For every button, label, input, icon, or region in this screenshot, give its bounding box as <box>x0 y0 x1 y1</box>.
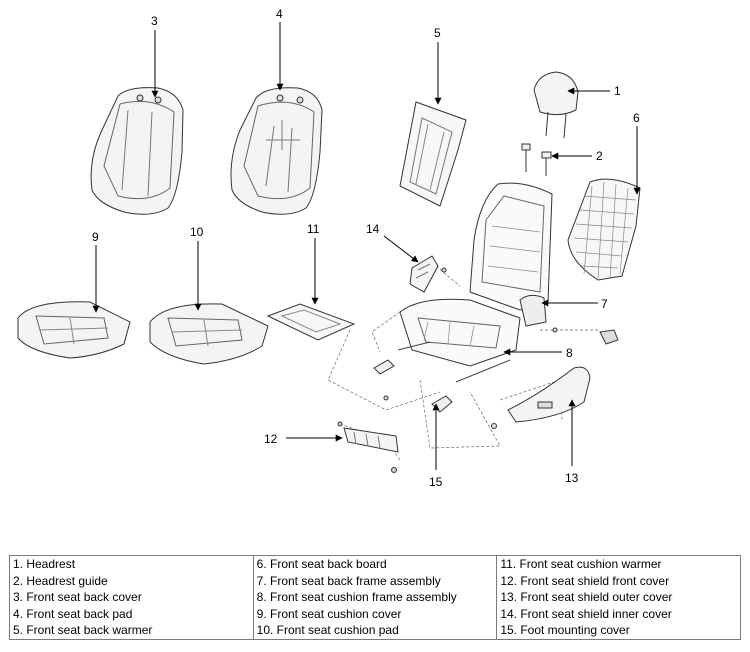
callout-11: 11 <box>307 222 320 236</box>
callout-8: 8 <box>566 346 573 360</box>
legend-column-1: 1. Headrest 2. Headrest guide 3. Front s… <box>9 555 254 640</box>
legend-item: 8. Front seat cushion frame assembly <box>256 590 457 604</box>
legend-column-3: 11. Front seat cushion warmer 12. Front … <box>496 555 741 640</box>
callout-9: 9 <box>92 230 99 244</box>
legend-item: 14. Front seat shield inner cover <box>500 606 672 621</box>
callout-6: 6 <box>633 111 640 125</box>
legend-item: 7. Front seat back frame assembly <box>256 573 441 588</box>
legend-item: 3. Front seat back cover <box>13 590 142 604</box>
seat-cushion-frame-part <box>397 298 521 383</box>
callout-arrows <box>92 22 641 470</box>
seat-back-frame-part <box>469 182 553 327</box>
headrest-guide-part <box>521 143 552 176</box>
seat-cushion-pad-part <box>149 303 269 365</box>
legend-item: 15. Foot mounting cover <box>500 623 630 637</box>
legend-item: 13. Front seat shield outer cover <box>500 590 673 604</box>
callout-4: 4 <box>276 7 283 21</box>
foot-mounting-cover-part <box>373 359 453 413</box>
shield-inner-cover-part <box>409 255 439 293</box>
legend-item: 6. Front seat back board <box>256 557 387 571</box>
legend-column-2: 6. Front seat back board 7. Front seat b… <box>252 555 498 640</box>
legend-item: 12. Front seat shield front cover <box>500 573 670 588</box>
callout-7: 7 <box>601 297 608 311</box>
exploded-seat-diagram: 1 2 3 4 5 6 7 8 9 10 11 12 13 14 15 <box>17 7 641 489</box>
callout-1: 1 <box>614 84 621 98</box>
shield-front-cover-part <box>337 421 399 473</box>
seat-cushion-cover-part <box>17 301 131 359</box>
callout-10: 10 <box>190 225 204 239</box>
seat-back-pad-part <box>230 87 323 215</box>
seat-back-warmer-part <box>399 101 467 207</box>
callout-12: 12 <box>264 432 278 446</box>
headrest-part <box>533 71 579 139</box>
callout-3: 3 <box>151 14 158 28</box>
seat-cushion-warmer-part <box>266 303 356 341</box>
legend-item: 9. Front seat cushion cover <box>256 606 402 621</box>
legend-item: 2. Headrest guide <box>13 573 108 588</box>
legend-item: 4. Front seat back pad <box>13 606 133 621</box>
legend-item: 1. Headrest <box>13 557 76 571</box>
arrow-14 <box>383 235 419 263</box>
legend-item: 5. Front seat back warmer <box>13 623 153 637</box>
callout-5: 5 <box>434 26 441 40</box>
parts-legend-table: 1. Headrest 2. Headrest guide 3. Front s… <box>9 555 741 640</box>
legend-item: 11. Front seat cushion warmer <box>500 557 662 571</box>
callout-2: 2 <box>596 149 603 163</box>
seat-back-board-part <box>567 178 641 281</box>
callout-14: 14 <box>366 222 380 236</box>
seat-back-cover-part <box>90 87 184 215</box>
callout-13: 13 <box>565 471 579 485</box>
callout-15: 15 <box>429 475 443 489</box>
hardware-clips <box>383 267 619 429</box>
legend-item: 10. Front seat cushion pad <box>256 623 399 637</box>
callout-labels: 1 2 3 4 5 6 7 8 9 10 11 12 13 14 15 <box>92 7 640 489</box>
shield-outer-cover-part <box>507 366 591 423</box>
